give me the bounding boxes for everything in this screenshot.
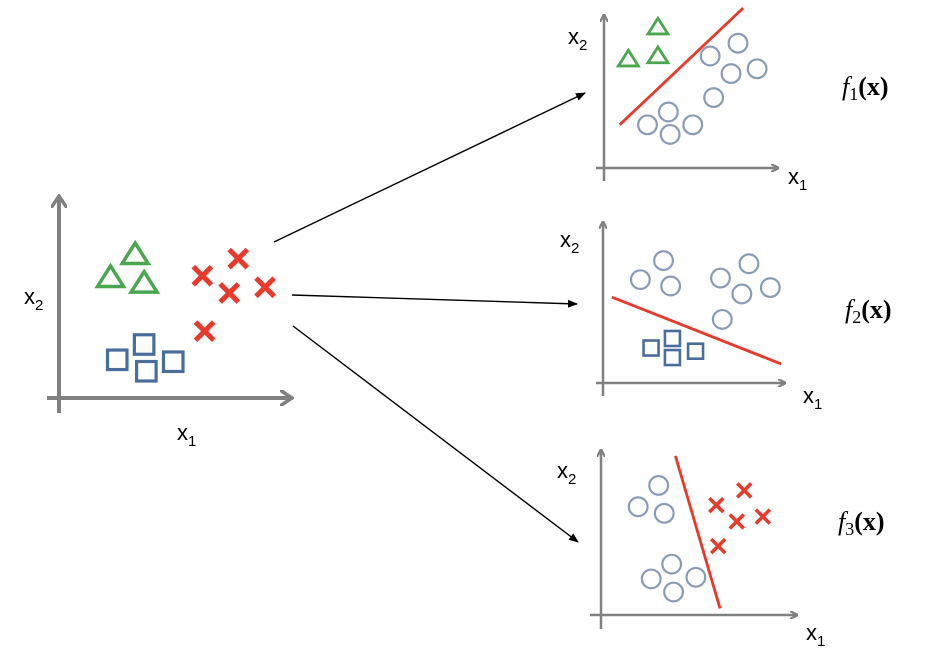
square-point [135, 359, 158, 383]
y-axis-label: x2 [560, 227, 579, 257]
triangle-point [118, 239, 152, 266]
circle-point [738, 253, 760, 275]
plot-points [611, 250, 782, 367]
decision-boundary [611, 295, 782, 366]
circle-point [703, 87, 725, 109]
square-point [663, 329, 682, 348]
circle-point [731, 283, 753, 305]
y-axis-label: x2 [557, 458, 576, 488]
circle-point [746, 58, 768, 80]
arrow-to-f3 [292, 325, 579, 543]
cross-point [218, 282, 241, 304]
plot-points [615, 6, 768, 145]
cross-point [254, 276, 276, 299]
x-axis-label: x1 [806, 620, 825, 650]
function-label-f1: f1(x) [842, 72, 889, 104]
cross-point [191, 264, 214, 287]
input-points [94, 239, 276, 383]
circle-point [660, 275, 682, 297]
triangle-point [645, 44, 671, 65]
square-point [663, 348, 682, 367]
triangle-point [127, 268, 161, 294]
function-label-f3: f3(x) [838, 507, 885, 539]
circle-point [659, 123, 681, 145]
y-axis-label: x2 [24, 284, 43, 314]
circle-point [627, 496, 649, 518]
arrow-to-f2 [291, 294, 578, 308]
cross-point [709, 537, 727, 555]
circle-point [637, 114, 658, 136]
circle-point [685, 566, 707, 588]
arrow-to-f1 [273, 92, 586, 243]
circle-point [682, 114, 704, 136]
square-point [132, 333, 156, 356]
circle-point [629, 269, 651, 291]
circle-point [653, 502, 675, 524]
circle-point [759, 277, 781, 299]
circle-point [648, 474, 670, 496]
circle-point [657, 101, 679, 123]
square-point [105, 348, 129, 372]
circle-point [653, 250, 674, 272]
cross-point [193, 320, 216, 343]
decision-boundary [618, 6, 745, 126]
triangle-point [645, 15, 671, 36]
circle-point [699, 45, 721, 67]
y-axis-label: x2 [568, 24, 587, 54]
x-axis-label: x1 [803, 383, 822, 413]
input-scatter-plot: x2 x1 [24, 197, 291, 450]
triangle-point [94, 262, 127, 289]
classifier-plot-f3: x2 x1 f3(x) [557, 451, 885, 650]
function-label-f2: f2(x) [845, 295, 892, 327]
classifier-plot-f1: x2 x1 f1(x) [568, 6, 889, 194]
classifier-plot-f2: x2 x1 f2(x) [560, 223, 892, 413]
circle-point [710, 267, 731, 289]
cross-point [735, 482, 753, 499]
cross-point [728, 513, 746, 530]
circle-point [661, 553, 683, 575]
triangle-point [615, 47, 641, 68]
x-axis-label: x1 [177, 420, 196, 450]
circle-point [711, 308, 733, 330]
circle-point [663, 581, 684, 603]
square-point [161, 350, 185, 374]
plot-points [627, 455, 772, 609]
square-point [642, 339, 660, 357]
circle-point [640, 568, 662, 590]
circle-point [720, 63, 742, 85]
cross-point [754, 508, 772, 525]
circle-point [727, 32, 749, 54]
cross-point [227, 247, 250, 270]
square-point [686, 342, 705, 361]
x-axis-label: x1 [788, 164, 807, 194]
cross-point [708, 496, 725, 514]
decision-boundary [674, 455, 722, 609]
